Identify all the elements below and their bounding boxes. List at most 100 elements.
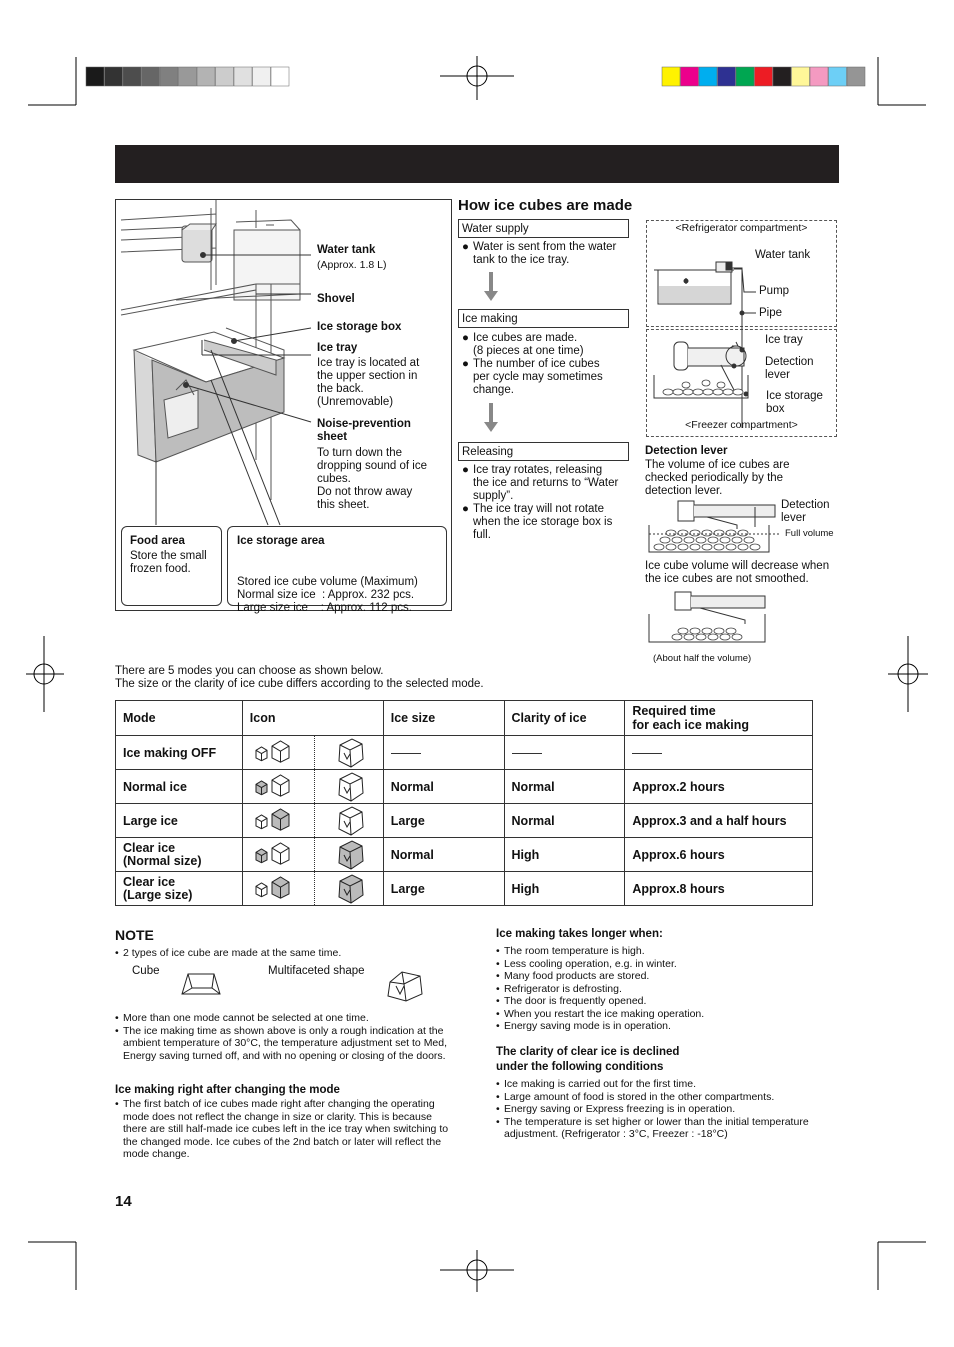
clarity-items: Ice making is carried out for the first …	[496, 1078, 841, 1141]
table-row: Large ice Large Normal Approx.3 and a ha…	[115, 803, 813, 838]
water-tank-desc: (Approx. 1.8 L)	[317, 259, 387, 271]
step-arrow-head	[484, 422, 498, 432]
table-row: Normal ice Normal Normal Approx.2 hours	[115, 769, 813, 804]
clarity-cell: Normal	[503, 803, 626, 838]
multifaceted-icon	[322, 873, 376, 905]
time-cell	[624, 735, 813, 770]
ice-storage-area-desc: Stored ice cube volume (Maximum)Normal s…	[237, 576, 418, 614]
change-text: The first batch of ice cubes made right …	[115, 1098, 457, 1161]
refrigerator-illustration	[120, 200, 312, 526]
step3-bullets: ●Ice tray rotates, releasing the ice and…	[462, 464, 619, 541]
small-icon-cell	[241, 803, 315, 838]
cube-shape-icon	[181, 973, 221, 995]
schem-water-tank: Water tank	[755, 249, 811, 261]
color-swatch	[809, 66, 829, 87]
color-swatch	[772, 66, 792, 87]
cube-icon	[250, 840, 307, 870]
multifaceted-label: Multifaceted shape	[268, 965, 365, 977]
freezer-caption: <Freezer compartment>	[685, 419, 798, 431]
color-swatch	[141, 66, 160, 87]
multi-icon-cell	[313, 735, 384, 770]
small-icon-cell	[241, 769, 315, 804]
time-cell: Approx.8 hours	[624, 871, 813, 906]
note-items: More than one mode cannot be selected at…	[115, 1012, 457, 1062]
color-swatch	[698, 66, 718, 87]
th-mode: Mode	[115, 700, 243, 736]
th-size: Ice size	[382, 700, 505, 736]
multi-icon-cell	[313, 837, 384, 872]
schem-pump: Pump	[759, 285, 790, 297]
color-swatch	[196, 66, 216, 87]
mode-cell: Normal ice	[115, 769, 243, 804]
size-cell: Large	[382, 871, 505, 906]
small-icon-cell	[241, 871, 315, 906]
time-cell: Approx.3 and a half hours	[624, 803, 813, 838]
step-water-supply: Water supply	[458, 219, 629, 238]
intro-text: There are 5 modes you can choose as show…	[115, 665, 484, 690]
color-swatch	[233, 66, 253, 87]
diagram-panel	[115, 199, 452, 611]
mode-cell: Large ice	[115, 803, 243, 838]
longer-items: The room temperature is high.Less coolin…	[496, 945, 841, 1033]
color-swatch	[754, 66, 773, 87]
mode-cell: Clear ice(Normal size)	[115, 837, 243, 872]
clarity-cell	[503, 735, 626, 770]
ice-storage-area-box: Ice storage area Stored ice cube volume …	[227, 526, 447, 614]
how-heading: How ice cubes are made	[458, 197, 633, 214]
color-swatch	[85, 66, 105, 87]
multifaceted-icon	[322, 839, 376, 871]
mode-cell: Clear ice(Large size)	[115, 871, 243, 906]
clarity-cell: High	[503, 871, 626, 906]
color-swatch	[122, 66, 142, 87]
cube-icon	[250, 806, 307, 836]
multifaceted-icon	[322, 737, 376, 769]
color-swatch	[178, 66, 197, 87]
note-title: NOTE	[115, 927, 154, 943]
size-cell	[382, 735, 505, 770]
small-icon-cell	[241, 837, 315, 872]
multifaceted-icon	[322, 805, 376, 837]
step-arrow	[489, 272, 493, 292]
detection-title: Detection lever	[645, 445, 728, 457]
multi-icon-cell	[313, 769, 384, 804]
size-cell: Large	[382, 803, 505, 838]
size-cell: Normal	[382, 837, 505, 872]
step-arrow-head	[484, 291, 498, 301]
refrig-caption: <Refrigerator compartment>	[675, 222, 808, 234]
water-tank-label: Water tank	[317, 244, 376, 256]
color-swatch	[215, 66, 234, 87]
step-releasing: Releasing	[458, 442, 629, 461]
note-first: 2 types of ice cube are made at the same…	[115, 947, 455, 960]
cube-label: Cube	[132, 965, 160, 977]
clarity-cell: High	[503, 837, 626, 872]
multifaceted-icon	[322, 771, 376, 803]
multi-icon-cell	[313, 803, 384, 838]
color-swatch	[717, 66, 736, 87]
full-volume-label: Full volume	[785, 528, 834, 539]
ice-storage-box-label: Ice storage box	[317, 321, 402, 333]
ice-mode-table: Mode Icon Ice size Clarity of ice Requir…	[115, 700, 813, 906]
shovel-label: Shovel	[317, 293, 355, 305]
color-swatch	[252, 66, 271, 87]
time-cell: Approx.6 hours	[624, 837, 813, 872]
half-volume-illustration	[648, 591, 766, 643]
color-swatch	[104, 66, 123, 87]
ice-maker-schematic	[653, 261, 756, 428]
step-arrow	[489, 403, 493, 423]
mode-cell: Ice making OFF	[115, 735, 243, 770]
cube-icon	[250, 772, 307, 802]
multi-icon-cell	[313, 871, 384, 906]
table-row: Clear ice(Normal size) Normal High Appro…	[115, 837, 813, 872]
color-swatch	[735, 66, 755, 87]
small-icon-cell	[241, 735, 315, 770]
